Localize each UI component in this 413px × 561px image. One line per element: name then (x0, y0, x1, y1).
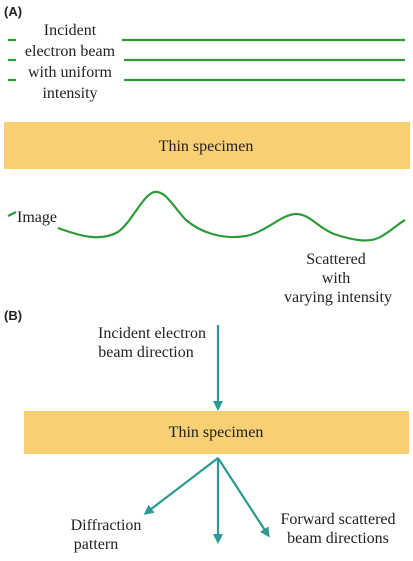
image-marker (7, 211, 17, 217)
incident-direction-line-2: beam direction (98, 344, 194, 361)
thin-specimen-a-label: Thin specimen (159, 138, 254, 155)
incident-beam-line-4: intensity (42, 85, 97, 102)
thin-specimen-b-label: Thin specimen (169, 424, 264, 441)
image-label: Image (17, 209, 57, 226)
thin-specimen-b (24, 411, 409, 454)
forward-scattered-line-1: Forward scattered (280, 511, 395, 528)
panel-a-label: (A) (4, 4, 22, 19)
diffraction-line-2: pattern (74, 536, 118, 553)
incident-beam-caption: Incident electron beam with uniform inte… (25, 22, 116, 102)
incident-direction-caption: Incident electron beam direction (98, 325, 206, 361)
forward-scattered-line-2: beam directions (287, 530, 389, 547)
scattered-beam-arrows (143, 457, 270, 544)
thin-specimen-a (4, 122, 410, 169)
diffraction-caption: Diffraction pattern (71, 517, 142, 553)
scattered-line-1: Scattered (306, 251, 366, 268)
scattered-line-3: varying intensity (284, 289, 392, 306)
image-intensity-curve (57, 190, 406, 242)
forward-scattered-arrow (217, 457, 270, 538)
incident-beam-line-1: Incident (44, 22, 97, 39)
scattered-caption: Scattered with varying intensity (284, 251, 392, 306)
incident-beam-lines (8, 38, 405, 82)
incident-beam-line-3: with uniform (28, 64, 113, 81)
diffraction-line-1: Diffraction (71, 517, 142, 534)
incident-direction-line-1: Incident electron (98, 325, 206, 342)
scattered-line-2: with (322, 270, 350, 287)
incident-beam-line-2: electron beam (25, 43, 116, 60)
diffraction-arrow (143, 457, 219, 515)
panel-b-label: (B) (4, 308, 22, 323)
forward-scattered-caption: Forward scattered beam directions (280, 511, 395, 547)
